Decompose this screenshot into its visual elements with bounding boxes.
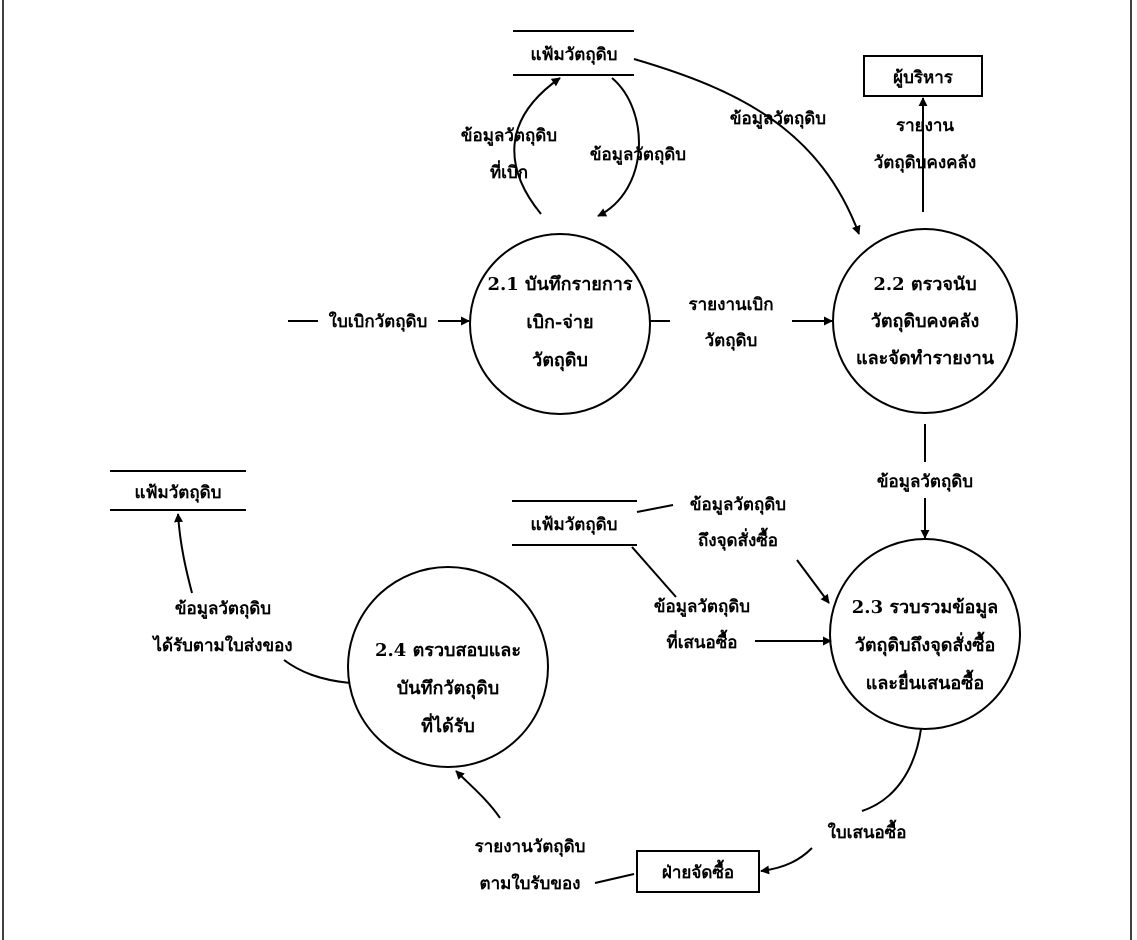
flow-proposed-connector xyxy=(631,546,677,598)
entity-executive-label: ผู้บริหาร xyxy=(893,68,954,89)
entity-purchasing-label: ฝ่ายจัดซื้อ xyxy=(662,859,734,883)
datastore-left: แฟ้มวัตถุดิบ xyxy=(110,470,246,511)
flow-ds-to-p22-arrow xyxy=(633,58,861,235)
process-2-2-line-2: วัตถุดิบคงคลัง xyxy=(871,311,980,333)
datastore-top-label: แฟ้มวัตถุดิบ xyxy=(531,45,618,65)
flow-received-upper-arrow xyxy=(174,513,193,594)
process-2-4-line-1: 2.4 ตรวบสอบและ xyxy=(375,640,521,661)
process-2-1-line-1: 2.1 บันทึกรายการ xyxy=(487,274,632,295)
flow-issued-arrow xyxy=(513,77,561,215)
flow-reorder-label-1: ข้อมูลวัตถุดิบ xyxy=(690,495,786,516)
flow-report-exec-label-1: รายงาน xyxy=(896,116,954,136)
process-2-2-line-1: 2.2 ตรวจนับ xyxy=(873,274,976,295)
flow-requisition-label: ใบเบิกวัตถุดิบ xyxy=(329,311,428,332)
process-2-1-line-2: เบิก-จ่าย xyxy=(526,312,593,333)
process-2-3-line-3: และยื่นเสนอซื้อ xyxy=(866,669,984,694)
flow-po-line xyxy=(861,728,922,812)
process-2-1: 2.1 บันทึกรายการ เบิก-จ่าย วัตถุดิบ xyxy=(469,233,651,415)
flow-ds-to-p21-arrow xyxy=(597,77,640,217)
process-2-4-line-3: ที่ได้รับ xyxy=(421,713,475,737)
process-2-4-line-2: บันทึกวัตถุดิบ xyxy=(397,678,499,700)
flow-received-lower-line xyxy=(283,659,351,684)
flow-reorder-left-line xyxy=(636,504,674,513)
flow-p22-to-p23-label: ข้อมูลวัตถุดิบ xyxy=(877,472,973,493)
datastore-top: แฟ้มวัตถุดิบ xyxy=(513,30,634,76)
process-2-4: 2.4 ตรวบสอบและ บันทึกวัตถุดิบ ที่ได้รับ xyxy=(347,566,549,768)
process-2-2: 2.2 ตรวจนับ วัตถุดิบคงคลัง และจัดทำรายงา… xyxy=(832,228,1018,414)
flow-receipt-report-label-2: ตามใบรับของ xyxy=(480,873,581,894)
flow-po-arrow xyxy=(760,847,813,875)
entity-purchasing: ฝ่ายจัดซื้อ xyxy=(636,850,760,893)
flow-issued-label-1: ข้อมูลวัตถุดิบ xyxy=(461,126,557,147)
flow-ds-to-p21-label: ข้อมูลวัตถุดิบ xyxy=(590,145,686,166)
process-2-2-line-3: และจัดทำรายงาน xyxy=(856,348,995,369)
datastore-middle: แฟ้มวัตถุดิบ xyxy=(512,500,637,546)
flow-received-label-2: ได้รับตามใบส่งของ xyxy=(151,635,292,656)
flow-receipt-report-line xyxy=(594,873,635,884)
flow-issued-label-2: ที่เบิก xyxy=(490,160,528,183)
process-2-3-line-2: วัตถุดิบถึงจุดสั่งซื้อ xyxy=(855,631,996,657)
flow-issue-report-label-2: วัตถุดิบ xyxy=(705,331,758,351)
flow-reorder-label-2: ถึงจุดสั่งซื้อ xyxy=(698,527,778,551)
process-2-3-line-1: 2.3 รวบรวมข้อมูล xyxy=(852,597,998,619)
flow-proposed-label-2: ที่เสนอซื้อ xyxy=(667,629,738,653)
flow-receipt-report-arrow xyxy=(455,770,501,819)
process-2-3: 2.3 รวบรวมข้อมูล วัตถุดิบถึงจุดสั่งซื้อ … xyxy=(829,538,1021,730)
flow-reorder-arrow xyxy=(796,559,830,604)
entity-executive: ผู้บริหาร xyxy=(863,55,983,97)
flow-received-label-1: ข้อมูลวัตถุดิบ xyxy=(175,599,271,620)
flow-po-label: ใบเสนอซื้อ xyxy=(828,819,907,843)
flow-issue-report-label-1: รายงานเบิก xyxy=(689,295,774,315)
flow-receipt-report-label-1: รายงานวัตถุดิบ xyxy=(475,837,586,857)
datastore-middle-label: แฟ้มวัตถุดิบ xyxy=(531,515,618,535)
flow-report-exec-label-2: วัตถุดิบคงคลัง xyxy=(874,153,976,173)
flow-proposed-label-1: ข้อมูลวัตถุดิบ xyxy=(654,597,750,618)
process-2-1-line-3: วัตถุดิบ xyxy=(532,350,588,372)
flow-ds-to-p22-label: ข้อมูลวัตถุดิบ xyxy=(730,109,826,130)
datastore-left-label: แฟ้มวัตถุดิบ xyxy=(135,483,222,503)
